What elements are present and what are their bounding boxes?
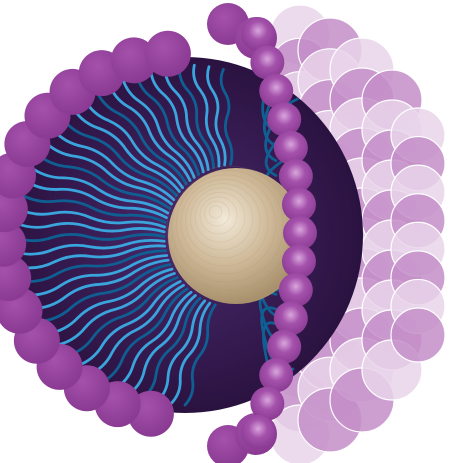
lipid-head-edge xyxy=(274,131,308,165)
lipid-head xyxy=(145,31,191,77)
lipid-head-edge xyxy=(267,102,301,136)
lipid-head-edge xyxy=(274,301,308,335)
shell-sphere xyxy=(391,308,445,362)
lipid-head-edge xyxy=(279,273,313,307)
lipid-head-edge xyxy=(241,415,275,449)
